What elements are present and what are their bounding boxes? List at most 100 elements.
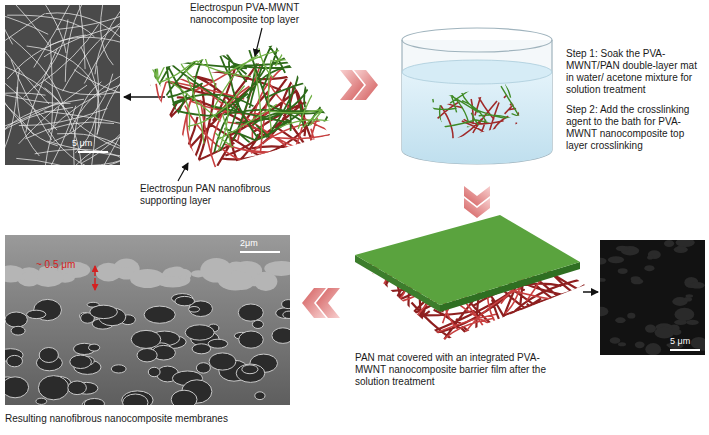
texture-blob bbox=[36, 398, 47, 404]
texture-blob bbox=[7, 355, 23, 366]
texture-blob bbox=[675, 308, 695, 321]
flow-chevron bbox=[340, 70, 378, 100]
texture-blob bbox=[68, 381, 87, 395]
texture-blob bbox=[209, 353, 236, 370]
texture-blob bbox=[645, 343, 661, 355]
scale-bar bbox=[78, 151, 108, 153]
texture-blob bbox=[686, 320, 698, 325]
thickness-arrow bbox=[94, 266, 96, 276]
texture-blob bbox=[618, 342, 626, 346]
texture-blob bbox=[645, 325, 656, 333]
texture-blob bbox=[648, 250, 661, 259]
texture-blob bbox=[196, 363, 210, 373]
texture-blob bbox=[84, 399, 104, 406]
texture-blob bbox=[239, 331, 264, 348]
texture-blob bbox=[39, 348, 58, 363]
sem-image bbox=[600, 240, 705, 355]
texture-blob bbox=[175, 296, 195, 305]
leader-arrow bbox=[255, 28, 262, 56]
texture-blob bbox=[137, 349, 157, 362]
texture-blob bbox=[690, 282, 705, 289]
pan-fibers bbox=[111, 22, 369, 208]
texture-blob bbox=[674, 246, 688, 253]
texture-blob bbox=[600, 278, 606, 282]
step-note: Step 2: Add the crosslinking agent to th… bbox=[566, 104, 706, 152]
fiber-strokes bbox=[117, 10, 353, 183]
texture-blob bbox=[255, 392, 265, 400]
texture-blob bbox=[90, 305, 118, 318]
texture-blob bbox=[677, 246, 685, 252]
flow-chevron bbox=[464, 186, 490, 218]
scale-label: 2μm bbox=[240, 237, 284, 249]
texture-blob bbox=[283, 311, 290, 318]
texture-blob bbox=[254, 272, 277, 291]
texture-blob bbox=[664, 240, 674, 247]
texture-blob bbox=[148, 367, 160, 376]
texture-blob bbox=[236, 364, 265, 382]
texture-blob bbox=[111, 267, 133, 277]
texture-blob bbox=[635, 341, 645, 348]
scale-label: 5 μm bbox=[670, 335, 704, 347]
sem-fibers bbox=[5, 5, 120, 165]
fiber-strokes bbox=[111, 33, 369, 206]
layer-label: Electrospun PVA-MWNT nanocomposite top l… bbox=[190, 2, 340, 26]
texture-blob bbox=[276, 308, 290, 319]
texture-blob bbox=[238, 304, 263, 321]
texture-blob bbox=[691, 337, 705, 349]
fiber-strokes bbox=[112, 4, 362, 182]
beaker bbox=[402, 28, 552, 164]
thickness-arrow bbox=[94, 278, 96, 290]
texture-blob bbox=[144, 306, 175, 323]
texture-blob bbox=[252, 320, 263, 328]
texture-blob bbox=[600, 307, 608, 316]
texture-blob bbox=[644, 265, 654, 271]
result-caption: Resulting nanofibrous nanocomposite memb… bbox=[5, 413, 265, 425]
texture-blob bbox=[608, 256, 624, 263]
scale-bar bbox=[240, 251, 280, 253]
texture-blob bbox=[676, 240, 695, 247]
texture-blob bbox=[684, 297, 692, 302]
texture-blob bbox=[615, 317, 625, 323]
texture-blob bbox=[631, 276, 641, 281]
texture-blob bbox=[610, 337, 621, 343]
texture-blob bbox=[208, 339, 228, 348]
barrier-film bbox=[355, 215, 580, 312]
fiber-strokes bbox=[5, 5, 120, 165]
scale-bar bbox=[670, 349, 700, 351]
sem-image bbox=[5, 235, 290, 405]
sem-texture bbox=[600, 240, 705, 355]
texture-blob bbox=[171, 390, 197, 405]
texture-blob bbox=[5, 312, 27, 327]
texture-blob bbox=[616, 246, 629, 252]
texture-blob bbox=[627, 313, 635, 319]
texture-blob bbox=[189, 307, 200, 313]
texture-blob bbox=[27, 310, 46, 318]
texture-blob bbox=[686, 294, 694, 297]
texture-blob bbox=[5, 377, 29, 398]
texture-blob bbox=[38, 376, 68, 400]
sem-texture bbox=[5, 258, 290, 405]
texture-blob bbox=[11, 326, 25, 335]
layer-label: Electrospun PAN nanofibrous supporting l… bbox=[140, 183, 300, 207]
texture-blob bbox=[200, 258, 232, 283]
texture-blob bbox=[272, 328, 290, 344]
texture-blob bbox=[242, 365, 258, 374]
texture-blob bbox=[130, 269, 165, 288]
texture-blob bbox=[618, 268, 628, 274]
texture-blob bbox=[131, 330, 161, 348]
step-note: Step 1: Soak the PVA-MWNT/PAN double-lay… bbox=[566, 48, 706, 96]
texture-blob bbox=[70, 355, 92, 368]
fiber-strokes bbox=[410, 63, 547, 147]
scale-label: 5 μm bbox=[72, 137, 116, 149]
texture-blob bbox=[600, 258, 607, 265]
texture-blob bbox=[192, 344, 211, 354]
leader-arrow bbox=[178, 163, 188, 181]
pva-fibers bbox=[112, 4, 362, 184]
texture-blob bbox=[21, 272, 39, 280]
thickness-label: ~ 0.5 μm bbox=[36, 259, 92, 271]
texture-blob bbox=[5, 265, 25, 282]
texture-blob bbox=[647, 256, 653, 260]
stage-caption: PAN mat covered with an integrated PVA-M… bbox=[355, 352, 565, 388]
texture-blob bbox=[185, 325, 214, 340]
